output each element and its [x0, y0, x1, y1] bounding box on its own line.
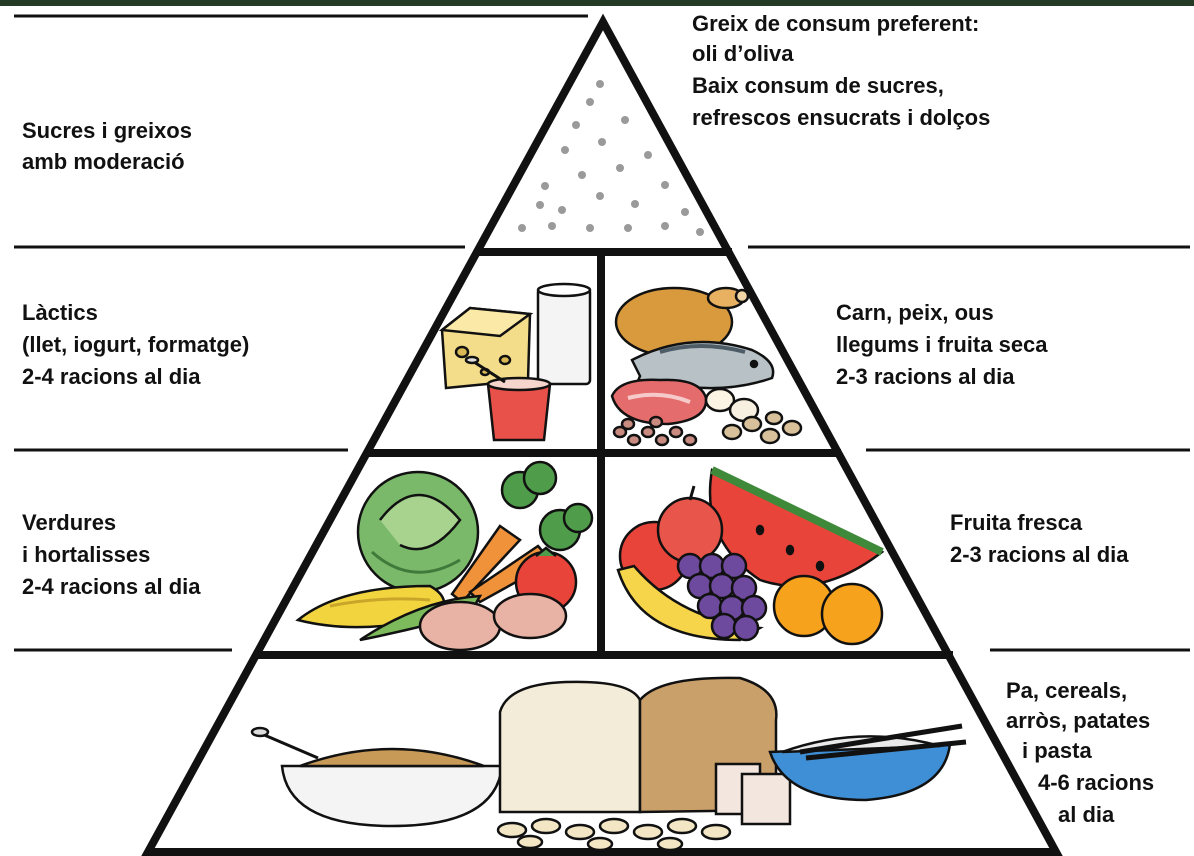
label-fats-line-4: refrescos ensucrats i dolços	[692, 105, 990, 130]
label-cereals-line-1: Pa, cereals,	[1006, 678, 1127, 703]
label-fats-line-3: Baix consum de sucres,	[692, 73, 944, 98]
label-dairy: Làctics (llet, iogurt, formatge) 2-4 rac…	[22, 300, 255, 389]
cabbage-carrot-corn-tomato-icon	[295, 460, 594, 652]
label-vegetables-line-3: 2-4 racions al dia	[22, 574, 201, 599]
label-fruit-line-2: 2-3 racions al dia	[950, 542, 1129, 567]
yogurt-cup-icon	[486, 382, 552, 442]
label-vegetables-line-1: Verdures	[22, 510, 116, 535]
label-protein-line-2: llegums i fruita seca	[836, 332, 1048, 357]
milk-cheese-yogurt-icon	[438, 282, 592, 442]
milk-glass-icon	[536, 286, 592, 386]
label-fats-line-2: oli d’oliva	[692, 41, 794, 66]
label-dairy-line-3: 2-4 racions al dia	[22, 364, 201, 389]
label-dairy-line-2: (llet, iogurt, formatge)	[22, 332, 249, 357]
egg-icon	[704, 387, 736, 413]
label-cereals-line-4: 4-6 racions	[1038, 770, 1154, 795]
label-cereals-line-2: arròs, patates	[1006, 708, 1150, 733]
label-sugars: Sucres i greixos amb moderació	[22, 118, 198, 174]
potato-icon	[418, 600, 502, 652]
sugar-dots-icon	[518, 80, 704, 236]
top-border	[0, 0, 1194, 6]
label-fats-line-1: Greix de consum preferent:	[692, 11, 979, 36]
label-cereals: Pa, cereals, arròs, patates i pasta 4-6 …	[1006, 678, 1160, 827]
pyramid	[141, 13, 1063, 856]
label-cereals-line-5: al dia	[1058, 802, 1115, 827]
label-fats-sugars-advice: Greix de consum preferent: oli d’oliva B…	[692, 11, 990, 130]
label-fruit: Fruita fresca 2-3 racions al dia	[950, 510, 1129, 567]
label-protein-line-1: Carn, peix, ous	[836, 300, 994, 325]
label-vegetables-line-2: i hortalisses	[22, 542, 150, 567]
chicken-fish-meat-eggs-icon	[610, 286, 803, 447]
pyramid-outline	[141, 13, 1063, 856]
label-vegetables: Verdures i hortalisses 2-4 racions al di…	[22, 510, 201, 599]
divider-lines	[14, 14, 1190, 652]
label-protein-line-3: 2-3 racions al dia	[836, 364, 1015, 389]
label-cereals-line-3: i pasta	[1022, 738, 1092, 763]
watermelon-apple-grapes-banana-orange-icon	[616, 466, 885, 646]
label-dairy-line-1: Làctics	[22, 300, 98, 325]
grapes-icon	[676, 552, 768, 642]
cereal-bowl-icon	[280, 764, 504, 828]
label-fruit-line-1: Fruita fresca	[950, 510, 1083, 535]
label-sugars-line-2: amb moderació	[22, 149, 185, 174]
bread-loaf-icon	[498, 680, 642, 814]
cereal-bread-rice-crackers-icon	[250, 676, 967, 852]
label-protein: Carn, peix, ous llegums i fruita seca 2-…	[836, 300, 1054, 389]
label-sugars-line-1: Sucres i greixos	[22, 118, 192, 143]
